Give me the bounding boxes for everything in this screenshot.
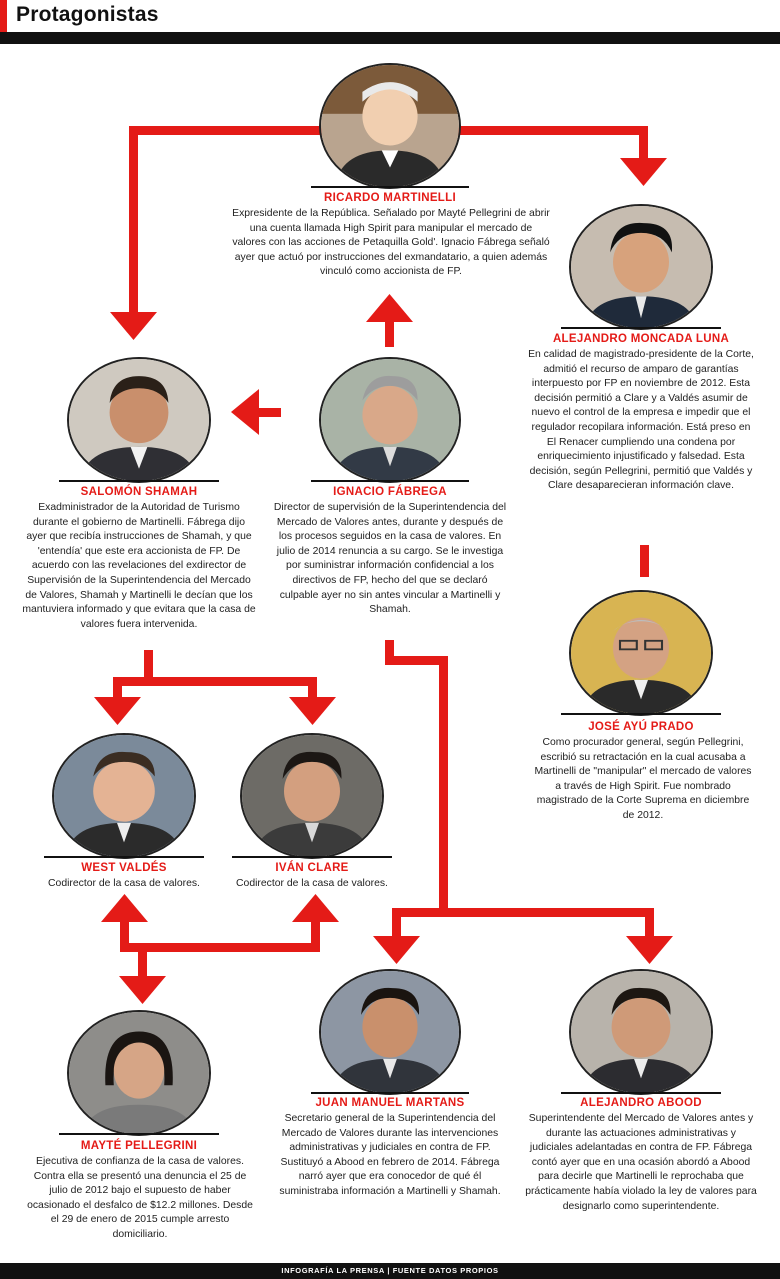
portrait-abood-icon [571,971,711,1093]
divider-moncada [561,327,721,329]
arrowhead-fabrega-to-shamah [231,389,259,435]
divider-shamah [59,480,219,482]
divider-valdes [44,856,204,858]
portrait-martans-icon [321,971,459,1093]
name-fabrega: IGNACIO FÁBREGA [333,486,447,498]
portrait-shamah [67,357,211,483]
desc-pellegrini: Ejecutiva de confianza de la casa de val… [27,1156,253,1240]
arrowhead-up-to-valdes [101,894,148,922]
portrait-clare [240,733,384,859]
portrait-fabrega-icon [321,359,459,481]
line-shamah-branch-h [113,677,317,686]
portrait-ayu [569,590,713,716]
line-martinelli-right-v [639,126,648,162]
name-pellegrini: MAYTÉ PELLEGRINI [80,1140,198,1152]
desc-shamah: Exadministrador de la Autoridad de Turis… [22,502,256,630]
portrait-valdes-icon [54,735,194,857]
divider-abood [561,1092,721,1094]
desc-clare: Codirector de la casa de valores. [236,878,388,889]
portrait-shamah-icon [69,359,209,481]
arrowhead-up-to-clare [292,894,339,922]
arrowhead-to-martans [373,936,420,964]
line-fabrega-up [385,320,394,347]
portrait-martinelli-icon [321,65,459,187]
line-martinelli-left-v [129,126,138,316]
name-valdes: WEST VALDÉS [81,862,167,874]
arrowhead-to-valdes [94,697,141,725]
arrowhead-to-pellegrini [119,976,166,1004]
portrait-pellegrini-icon [69,1012,209,1134]
name-shamah: SALOMÓN SHAMAH [80,486,198,498]
desc-valdes: Codirector de la casa de valores. [48,878,200,889]
name-ayu: JOSÉ AYÚ PRADO [588,721,694,733]
page-title: Protagonistas [16,3,159,26]
desc-fabrega: Director de supervisión de la Superinten… [273,502,507,616]
portrait-ayu-icon [571,592,711,714]
line-branch-martans-v [392,908,401,938]
line-branch-clare-v [308,677,317,699]
portrait-pellegrini [67,1010,211,1136]
arrowhead-to-moncada [620,158,667,186]
line-pellegrini-h [120,943,320,952]
name-martinelli: RICARDO MARTINELLI [324,192,456,204]
line-branch-valdes-v [113,677,122,699]
arrowhead-to-martinelli [366,294,413,322]
line-shamah-down [144,650,153,686]
line-martinelli-right-h [458,126,648,135]
divider-fabrega [311,480,469,482]
divider-martans [311,1092,469,1094]
line-fabrega-branch-h [392,908,654,917]
portrait-fabrega [319,357,461,483]
portrait-clare-icon [242,735,382,857]
name-martans: JUAN MANUEL MARTANS [315,1097,465,1109]
portrait-abood [569,969,713,1095]
line-pellegrini-right-v [311,920,320,952]
name-abood: ALEJANDRO ABOOD [580,1097,702,1109]
portrait-martans [319,969,461,1095]
arrowhead-to-clare [289,697,336,725]
header-bar [0,32,780,44]
name-moncada: ALEJANDRO MONCADA LUNA [552,333,730,345]
divider-clare [232,856,392,858]
desc-ayu: Como procurador general, según Pellegrin… [534,737,752,821]
portrait-martinelli [319,63,461,189]
portrait-valdes [52,733,196,859]
divider-pellegrini [59,1133,219,1135]
desc-abood: Superintendente del Mercado de Valores a… [525,1113,757,1212]
portrait-moncada [569,204,713,330]
arrowhead-to-shamah [110,312,157,340]
desc-martans: Secretario general de la Superintendenci… [279,1113,501,1197]
portrait-moncada-icon [571,206,711,328]
line-pellegrini-down [138,943,147,978]
line-moncada-ayu [640,545,649,577]
line-fabrega-left [257,408,281,417]
name-clare: IVÁN CLARE [275,862,349,874]
line-fabrega-down-a [385,640,394,665]
arrowhead-to-abood [626,936,673,964]
header: Protagonistas [0,0,780,44]
desc-moncada: En calidad de magistrado-presidente de l… [528,349,754,492]
header-accent [0,0,7,32]
line-pellegrini-left-v [120,920,129,952]
line-fabrega-down-h [385,656,448,665]
footer-credit: INFOGRAFÍA LA PRENSA | FUENTE DATOS PROP… [0,1263,780,1279]
line-martinelli-left-h [129,126,325,135]
line-branch-abood-v [645,908,654,938]
desc-martinelli: Expresidente de la República. Señalado p… [232,208,550,278]
divider-ayu [561,713,721,715]
divider-martinelli [311,186,469,188]
line-fabrega-down-b [439,656,448,917]
